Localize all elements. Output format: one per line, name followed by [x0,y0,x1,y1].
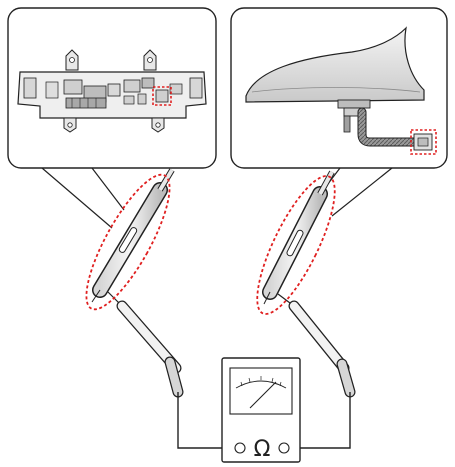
audio-unit-illustration [17,49,207,133]
antenna-connector-highlight [410,129,437,155]
audio-unit-terminal-highlight [152,86,172,106]
right-callout [230,7,448,219]
right-probe [256,170,356,398]
shark-fin-antenna-illustration [245,26,437,155]
right-callout-pointer-b [331,167,393,217]
left-probe-highlight [85,173,171,311]
right-probe-highlight [256,175,336,315]
meter-right-terminal [278,442,290,454]
meter-left-terminal [234,442,246,454]
ohmmeter: Ω [221,357,301,463]
left-test-lead [177,392,234,449]
left-callout [7,7,217,229]
left-probe [85,168,184,398]
meter-display [229,367,293,415]
left-callout-pointer-b [91,167,125,211]
meter-needle [249,381,277,409]
right-test-lead [290,392,351,449]
left-callout-pointer-a [41,167,113,229]
ohm-symbol: Ω [254,437,271,462]
